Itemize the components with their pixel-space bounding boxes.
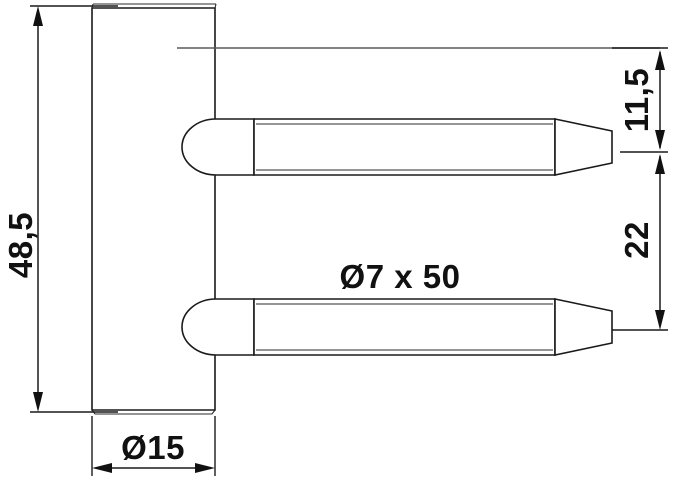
mounting-plate: [91, 3, 217, 415]
dimension-plate-width: Ø15: [91, 416, 216, 476]
upper-pin-tapered-tip: [554, 118, 613, 176]
height-dim-label: 48,5: [2, 212, 39, 278]
upper-pin-shank: [253, 118, 556, 176]
upper-pin-rounded-nose: [181, 118, 255, 176]
plate-top-edge-connector-right: [214, 3, 217, 9]
lower-pin-shank: [253, 298, 556, 356]
width-dim-label: Ø15: [121, 429, 185, 466]
dimension-pin-spacing: 22: [612, 154, 668, 331]
height-arrow-bottom: [33, 392, 43, 412]
dimension-top-offset: 11,5: [612, 47, 668, 153]
pin-spacing-arrow-top: [655, 154, 665, 174]
lower-pin-tapered-tip: [554, 298, 613, 356]
pin-spacing-dim-label: 22: [618, 221, 655, 259]
plate-bottom-edge-connector-right: [211, 409, 216, 415]
dimension-height-overall: 48,5: [2, 5, 118, 413]
lower-dowel-pin: [181, 298, 613, 356]
pin-spec-label: Ø7 x 50: [340, 258, 461, 295]
width-arrow-right: [195, 463, 215, 473]
width-arrow-left: [92, 463, 112, 473]
height-arrow-top: [33, 6, 43, 26]
pin-spacing-arrow-bottom: [655, 310, 665, 330]
top-offset-dim-label: 11,5: [618, 68, 655, 132]
lower-pin-rounded-nose: [181, 298, 255, 356]
top-offset-arrow-bottom: [655, 130, 665, 150]
upper-dowel-pin: [181, 118, 613, 176]
top-offset-arrow-top: [655, 50, 665, 70]
